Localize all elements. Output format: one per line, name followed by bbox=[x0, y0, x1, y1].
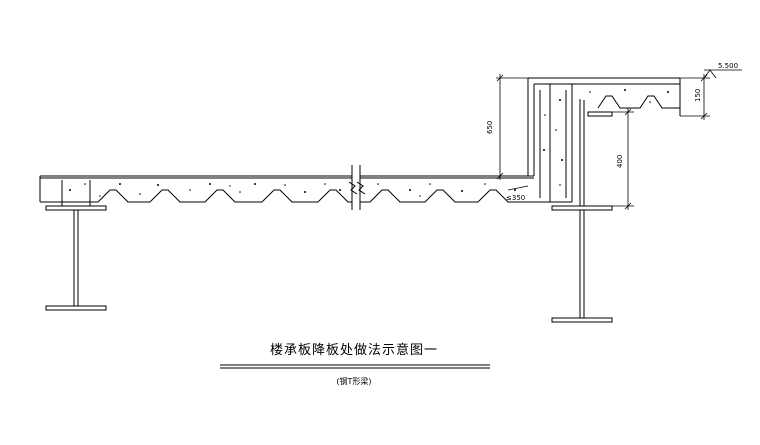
dimension-small-gap bbox=[507, 185, 529, 191]
steel-beam-left bbox=[45, 180, 107, 311]
concrete-hatch-lower bbox=[69, 183, 516, 197]
dimension-beam-offset bbox=[612, 108, 634, 210]
dimension-beam-offset-label: 400 bbox=[616, 155, 624, 168]
elevation-label: 5.500 bbox=[718, 62, 738, 70]
dimension-upper-thickness-label: 150 bbox=[694, 89, 702, 102]
steel-column-right bbox=[551, 100, 613, 323]
upper-step-concrete bbox=[527, 77, 681, 203]
elevation-marker bbox=[703, 69, 742, 79]
dimension-step-label: 650 bbox=[486, 121, 494, 134]
lower-slab-left bbox=[39, 175, 352, 203]
drawing-title: 楼承板降板处做法示意图一 bbox=[270, 342, 438, 358]
break-line bbox=[348, 165, 366, 210]
drawing-subtitle: (钢T形梁) bbox=[336, 376, 371, 386]
concrete-hatch-upper bbox=[543, 89, 669, 186]
dimension-step bbox=[496, 74, 528, 180]
title-underline bbox=[220, 364, 490, 369]
dimension-small-gap-label: ≤350 bbox=[506, 194, 525, 202]
